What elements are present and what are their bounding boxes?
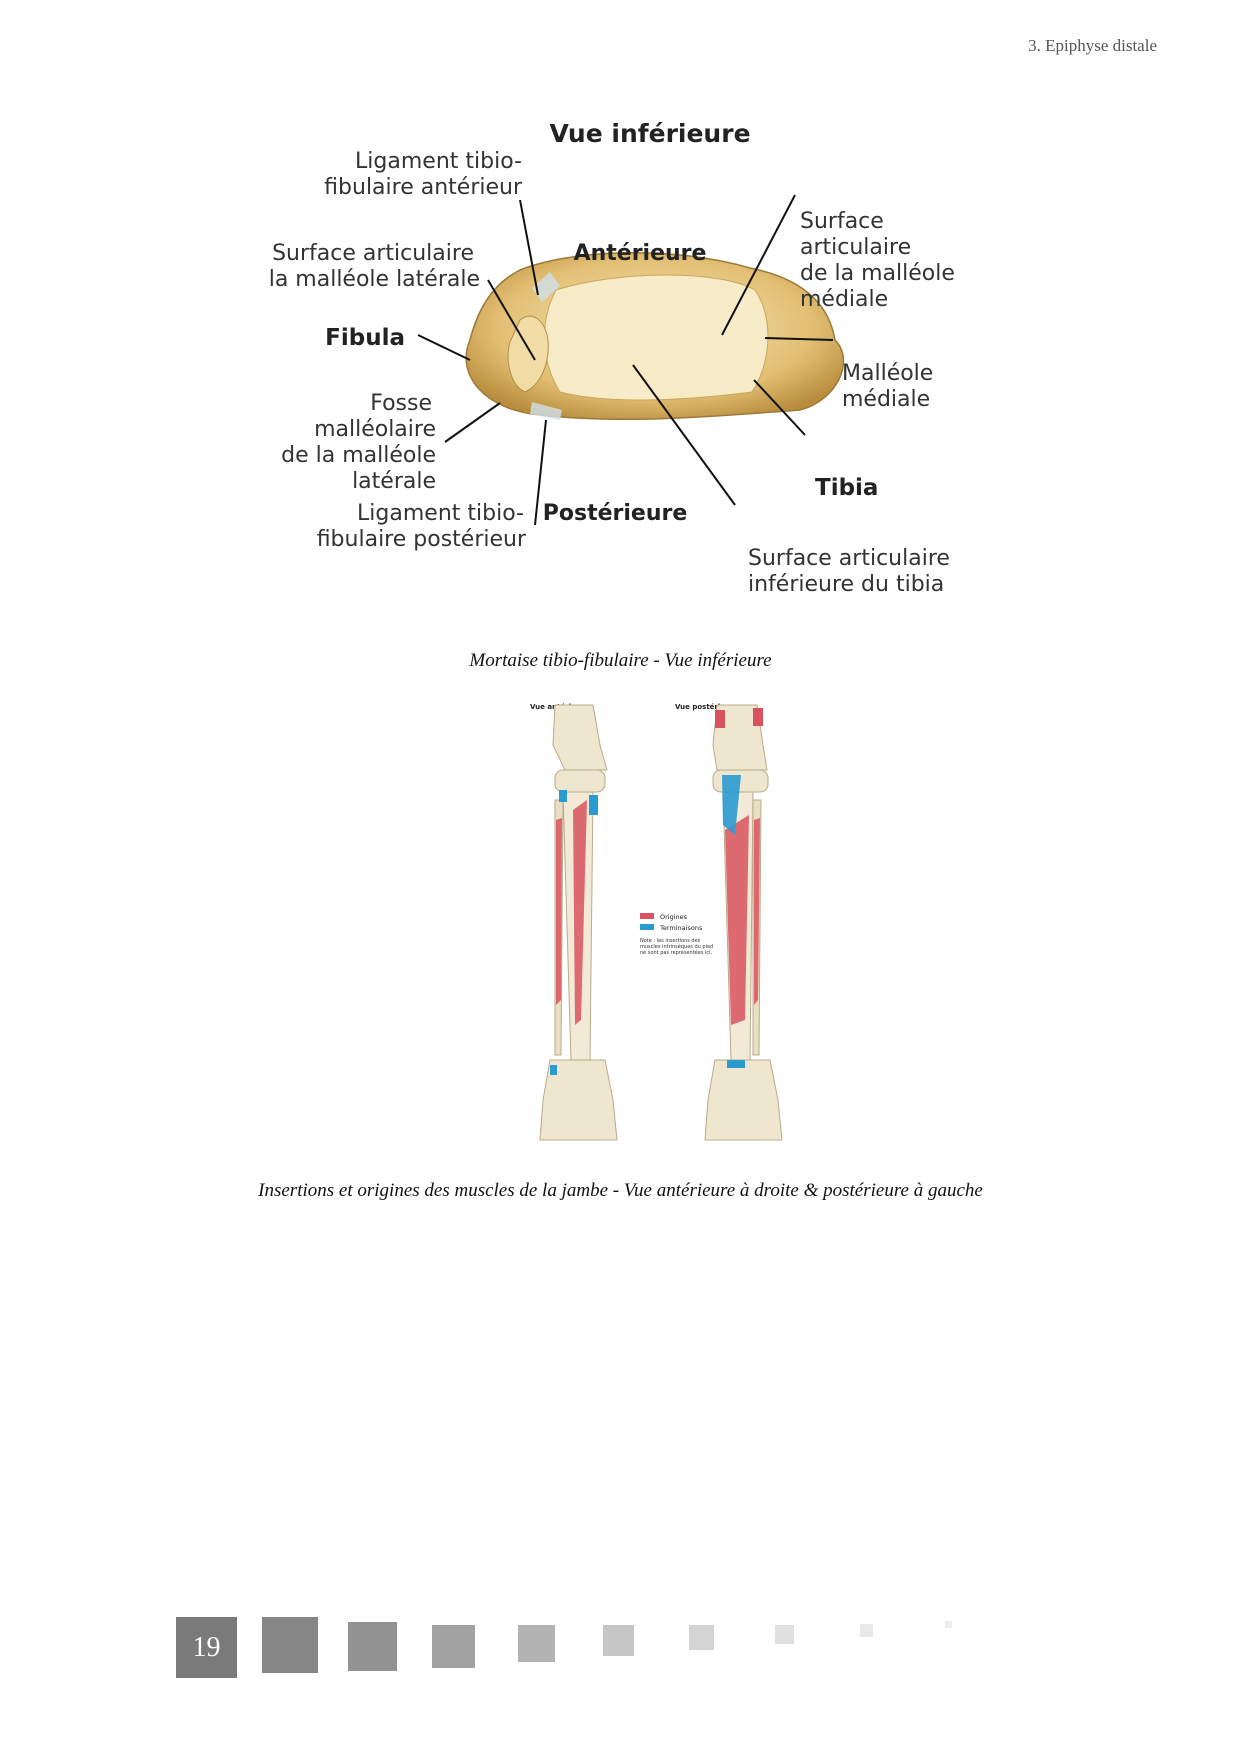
footer-square-5 (603, 1625, 634, 1656)
label-surf-lat-2: de la malléole latérale (270, 267, 480, 292)
ligament-anterior-shape (532, 272, 560, 302)
posterior-origin-1 (725, 815, 749, 1025)
footer-square-4 (518, 1625, 555, 1662)
label-surf-med-3: de la malléole (800, 261, 955, 286)
label-ligament-ant-2: fibulaire antérieur (324, 175, 523, 200)
fibula-facet (507, 315, 549, 393)
footer-square-9 (945, 1621, 952, 1628)
label-ligament-post-2: fibulaire postérieur (317, 527, 527, 552)
footer-square-8 (860, 1624, 873, 1637)
posterior-termination-1 (722, 775, 741, 835)
leader-malleole (764, 337, 834, 341)
label-surf-inf-2: inférieure du tibia (748, 572, 944, 597)
leader-tibia (753, 379, 806, 436)
posterior-origin-3 (715, 710, 725, 728)
legend-terminations-swatch (640, 924, 654, 930)
label-fosse-2: malléolaire (314, 417, 436, 442)
footer-square-1 (262, 1617, 318, 1673)
posterior-termination-2 (727, 1060, 745, 1068)
mortise-illustration: Vue inférieure Ligament tibio- fibulaire… (270, 120, 955, 597)
leader-surf-med (721, 194, 796, 336)
figure1-caption: Mortaise tibio-fibulaire - Vue inférieur… (469, 650, 772, 671)
ligament-posterior-shape (530, 402, 562, 420)
label-ligament-ant-1: Ligament tibio- (355, 149, 522, 174)
legend: Origines Terminaisons (640, 913, 703, 932)
leader-fibula (417, 334, 471, 361)
section-header: 3. Epiphyse distale (1028, 36, 1157, 55)
footer-square-3 (432, 1625, 475, 1668)
posterior-origin-4 (753, 708, 763, 726)
label-malleole-2: médiale (842, 387, 930, 412)
fig2-view-posterior: Vue postérieure (675, 703, 738, 711)
label-posterieure: Postérieure (543, 501, 688, 526)
fig1-title: Vue inférieure (549, 120, 750, 148)
label-fosse-1: Fosse (370, 391, 432, 416)
label-surf-med-2: articulaire (800, 235, 911, 260)
label-anterieure: Antérieure (574, 241, 707, 266)
leader-surf-lat (487, 279, 536, 361)
footer-square-6 (689, 1625, 714, 1650)
anterior-termination-3 (550, 1065, 557, 1075)
label-ligament-post-1: Ligament tibio- (357, 501, 524, 526)
articular-surface (543, 274, 769, 401)
fig2-note: Note : les insertions des muscles intrin… (640, 938, 714, 956)
footer-square-7 (775, 1625, 794, 1644)
anterior-termination-2 (559, 790, 567, 802)
legend-terminations-label: Terminaisons (659, 924, 703, 932)
leg-muscles-illustration: Vue antérieure Vue postérieure Origines … (530, 703, 783, 1141)
label-surf-inf-1: Surface articulaire (748, 546, 950, 571)
label-surf-med-1: Surface (800, 209, 884, 234)
leader-fosse (444, 402, 501, 443)
label-fosse-4: latérale (352, 469, 436, 494)
label-fosse-3: de la malléole (281, 443, 436, 468)
anterior-origin-2 (556, 818, 562, 1005)
leader-ligament-post (534, 419, 547, 526)
anterior-termination-1 (589, 795, 598, 815)
footer-square-2 (348, 1622, 397, 1671)
leader-ligament-ant (519, 199, 539, 296)
label-malleole-1: Malléole (842, 361, 933, 386)
anterior-origin-1 (573, 800, 587, 1025)
label-surf-med-4: médiale (800, 287, 888, 312)
label-surf-lat-1: Surface articulaire (272, 241, 474, 266)
figure2-caption: Insertions et origines des muscles de la… (258, 1180, 983, 1201)
label-fibula: Fibula (325, 325, 405, 351)
leader-surf-inf (632, 364, 736, 506)
posterior-origin-2 (754, 818, 760, 1005)
page-number: 19 (176, 1617, 237, 1678)
legend-origins-label: Origines (660, 913, 688, 921)
label-tibia: Tibia (815, 475, 878, 501)
legend-origins-swatch (640, 913, 654, 919)
